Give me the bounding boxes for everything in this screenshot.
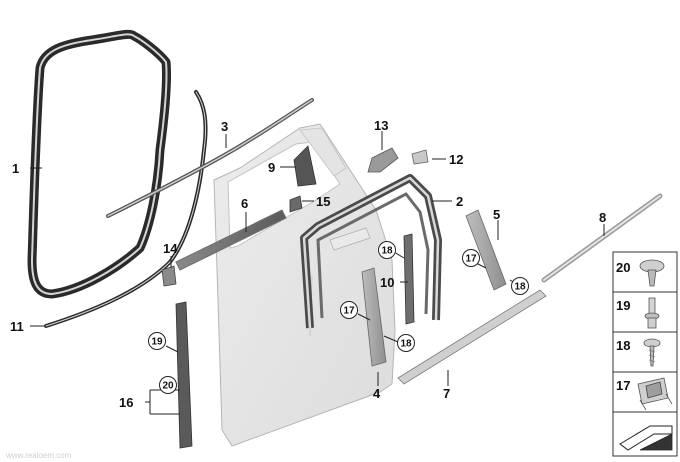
callout-16: 16: [119, 395, 133, 410]
window-frame-part-2: [300, 174, 442, 329]
callout-10: 10: [380, 275, 394, 290]
callout-13: 13: [374, 118, 388, 133]
legend-row-17: 17: [616, 377, 673, 411]
callout-5: 5: [493, 207, 500, 222]
svg-text:18: 18: [400, 339, 412, 350]
bracket-part-12: [411, 149, 429, 165]
callout-circle-17-a: 17: [462, 249, 480, 267]
clip-nut-icon: [637, 377, 673, 411]
pillar-cover-part-5: [465, 209, 507, 291]
weatherstrip-part-11: [44, 90, 208, 328]
legend-row-symbol: [619, 425, 673, 451]
belt-strip-part-7: [397, 289, 547, 385]
legend-row-20: 20: [616, 259, 665, 287]
clip-part-14: [161, 265, 177, 287]
legend-label-20: 20: [616, 260, 630, 275]
cover-part-15: [289, 195, 303, 213]
callout-11: 11: [10, 319, 24, 334]
installation-direction-icon: [619, 425, 673, 451]
callout-labels: 1 11 3 9 6 15 14 13 12 2 5 8 10 4 7 16: [10, 118, 606, 410]
roof-strip-part-3: [106, 98, 314, 218]
callout-3: 3: [221, 119, 228, 134]
callout-8: 8: [599, 210, 606, 225]
callout-circle-18-a: 18: [378, 241, 396, 259]
legend-label-18: 18: [616, 338, 630, 353]
belt-strip-part-6: [175, 209, 287, 271]
strip-part-10: [403, 233, 415, 325]
legend-label-17: 17: [616, 378, 630, 393]
legend-label-19: 19: [616, 298, 630, 313]
bracket-part-13: [367, 147, 399, 173]
callout-9: 9: [268, 160, 275, 175]
callout-7: 7: [443, 386, 450, 401]
callout-12: 12: [449, 152, 463, 167]
screw-icon: [643, 338, 661, 367]
push-clip-icon: [639, 259, 665, 287]
callout-circle-20: 20: [159, 376, 177, 394]
svg-text:19: 19: [151, 337, 163, 348]
svg-text:20: 20: [162, 381, 174, 392]
callout-circle-19: 19: [148, 332, 166, 350]
svg-text:18: 18: [381, 246, 393, 257]
svg-text:17: 17: [465, 254, 477, 265]
callout-4: 4: [373, 386, 381, 401]
cover-part-9: [293, 145, 317, 187]
strip-part-8: [541, 193, 663, 283]
fastener-legend: 20 19 18 17: [612, 251, 678, 457]
callout-circle-18-b: 18: [511, 277, 529, 295]
pillar-trim-part-4: [361, 267, 387, 367]
callout-circle-18-c: 18: [397, 334, 415, 352]
callout-14: 14: [163, 241, 178, 256]
watermark-text: www.realoem.com: [5, 451, 72, 460]
legend-row-19: 19: [616, 297, 660, 329]
door-seal-part-1: [27, 29, 172, 299]
svg-text:17: 17: [343, 306, 355, 317]
rivet-icon: [644, 297, 660, 329]
pillar-trim-part-16: [175, 301, 193, 449]
callout-circle-17-b: 17: [340, 301, 358, 319]
callout-2: 2: [456, 194, 463, 209]
svg-text:18: 18: [514, 282, 526, 293]
circled-callouts: 19 20 18 17 18 17 18: [148, 241, 529, 394]
callout-1: 1: [12, 161, 19, 176]
callout-6: 6: [241, 196, 248, 211]
legend-row-18: 18: [616, 338, 661, 367]
callout-15: 15: [316, 194, 330, 209]
